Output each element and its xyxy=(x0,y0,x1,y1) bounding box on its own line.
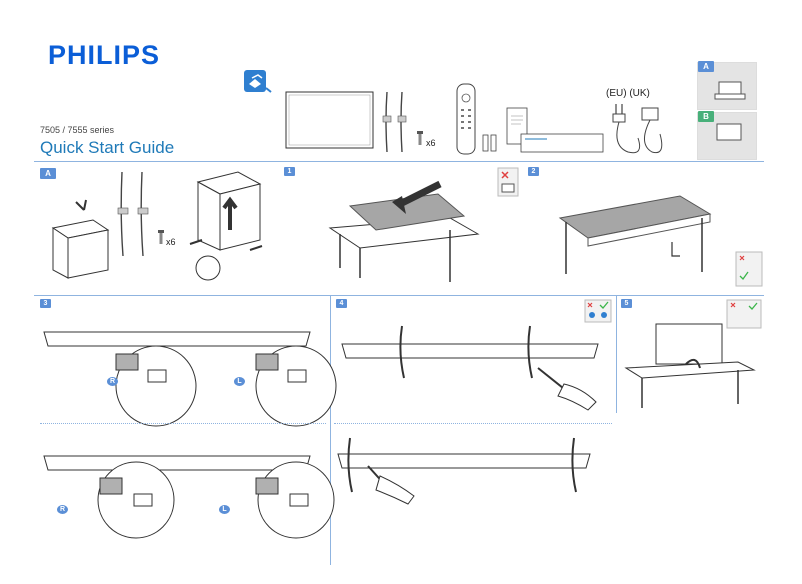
tv-on-stand-icon xyxy=(714,81,746,100)
check-mark-panel-5 xyxy=(726,299,762,329)
guide-title: Quick Start Guide xyxy=(40,138,175,157)
region-labels: (EU) (UK) xyxy=(606,88,650,99)
series-label: 7505 / 7555 series xyxy=(40,125,115,135)
documentation-icon xyxy=(506,107,604,153)
step-4-badge: 4 xyxy=(336,299,347,308)
box-contents-icon xyxy=(244,70,272,93)
side-label-l-bottom: L xyxy=(219,505,230,514)
box-open-illustration xyxy=(51,199,110,279)
tv-standing-illustration xyxy=(624,323,756,408)
remote-control-icon xyxy=(456,83,476,155)
place-tv-on-table-illustration xyxy=(328,180,480,282)
option-badge-b: B xyxy=(698,111,714,122)
header-divider xyxy=(34,161,764,162)
screws-qty: x6 xyxy=(426,138,436,148)
step-1-badge: 1 xyxy=(284,167,295,176)
option-badge-a: A xyxy=(698,61,714,72)
tv-bottom-bar-illustration-bottom xyxy=(43,455,335,539)
tv-panel-illustration xyxy=(285,91,374,149)
stand-legs-icon xyxy=(382,91,407,153)
dotted-divider-left xyxy=(40,423,326,424)
stand-mounting-illustration xyxy=(341,325,599,411)
side-label-l-top: L xyxy=(234,377,245,386)
stand-legs-pair-icon xyxy=(117,171,149,257)
stand-screwing-illustration xyxy=(337,437,591,505)
screw-icon xyxy=(417,131,423,145)
tv-bottom-bar-illustration-top xyxy=(43,331,337,427)
col-divider-2 xyxy=(616,295,617,413)
step-5-badge: 5 xyxy=(621,299,632,308)
box-unpack-illustration xyxy=(189,171,263,281)
side-label-r-top: R xyxy=(107,377,118,386)
step-3-badge: 3 xyxy=(40,299,51,308)
step-a-badge: A xyxy=(40,168,56,179)
row-divider xyxy=(34,295,764,296)
tv-wall-mount-icon xyxy=(716,123,742,141)
power-cord-icon xyxy=(612,104,663,154)
do-not-icon xyxy=(497,167,519,197)
col-divider-1 xyxy=(330,295,331,565)
tv-on-table-illustration xyxy=(558,195,712,274)
check-instruction-icon xyxy=(735,251,763,287)
screws-qty-a: x6 xyxy=(166,237,176,247)
dotted-divider-mid xyxy=(334,423,612,424)
batteries-icon xyxy=(482,134,497,152)
side-label-r-bottom: R xyxy=(57,505,68,514)
step-2-badge: 2 xyxy=(528,167,539,176)
check-mark-panel xyxy=(584,299,612,323)
philips-logo: PHILIPS xyxy=(48,40,161,70)
screw-icon-a xyxy=(158,230,164,244)
